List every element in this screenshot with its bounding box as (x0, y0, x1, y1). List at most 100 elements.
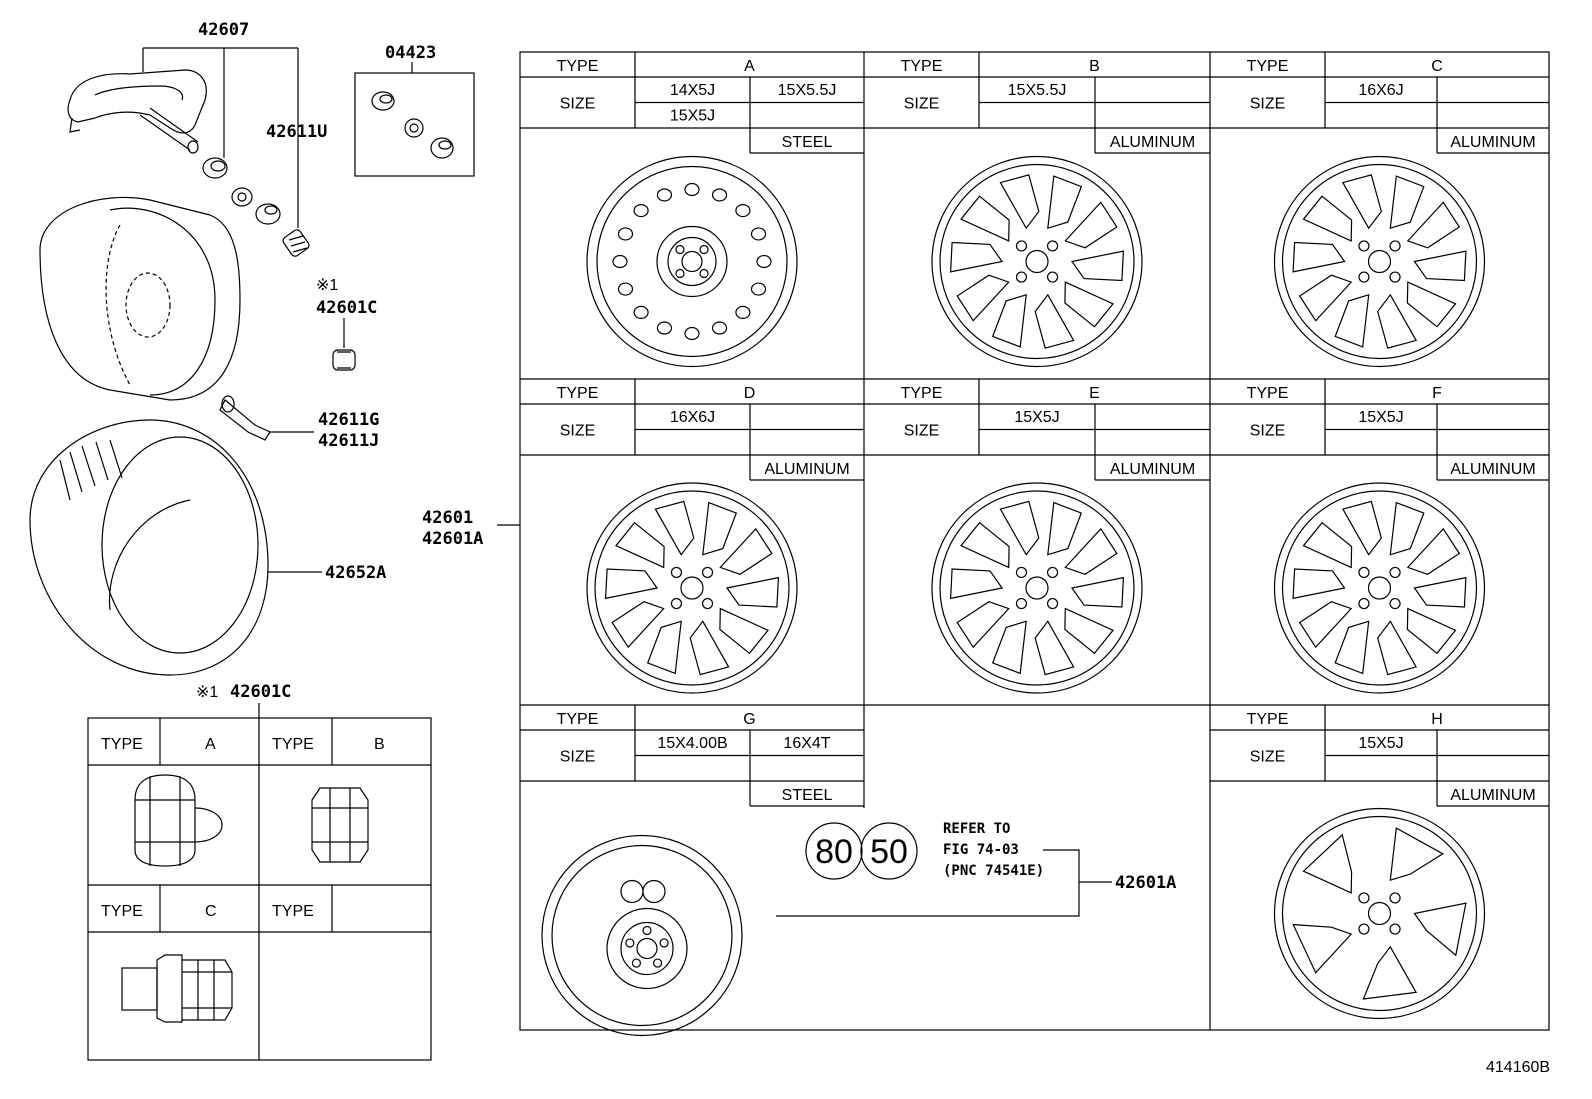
callout-42611J[interactable]: 42611J (318, 431, 379, 451)
type-value: F (1432, 385, 1442, 402)
kit-04423-box (354, 72, 475, 177)
size-value: 15X5J (1358, 409, 1403, 426)
wheel-drawing-h (1273, 807, 1486, 1020)
size-value: 16X6J (1358, 82, 1403, 99)
valve-washer[interactable] (231, 187, 253, 207)
wheel-panel-f[interactable]: TYPE F SIZE 15X5J ALUMINUM (1210, 379, 1549, 694)
refer-line-2[interactable]: FIG 74-03 (943, 842, 1019, 858)
type-label: TYPE (557, 385, 599, 402)
nut-type-label-b: TYPE (272, 736, 314, 753)
type-value: G (743, 711, 755, 728)
material-value: ALUMINUM (1450, 134, 1535, 151)
size-value: 15X5.5J (1008, 82, 1067, 99)
nut-b-drawing[interactable] (311, 787, 369, 863)
callout-42601A[interactable]: 42601A (422, 529, 483, 549)
callout-42601C[interactable]: 42601C (316, 298, 377, 318)
diagram-id: 414160B (1486, 1059, 1550, 1076)
size-label: SIZE (560, 423, 596, 440)
size-value: 16X6J (670, 409, 715, 426)
nut-type-label-c: TYPE (101, 903, 143, 920)
callout-nut-table[interactable]: 42601C (230, 682, 291, 702)
nut-type-label-a: TYPE (101, 736, 143, 753)
size-value: 15X4.00B (657, 735, 727, 752)
nut-type-a: A (205, 736, 216, 753)
valve-grommet[interactable] (255, 203, 281, 225)
size-label: SIZE (560, 749, 596, 766)
callout-04423[interactable]: 04423 (385, 43, 436, 63)
type-label: TYPE (557, 711, 599, 728)
nut-type-label-d: TYPE (272, 903, 314, 920)
note-mark-2: ※1 (196, 684, 218, 701)
nut-type-c: C (205, 903, 217, 920)
valve-nut[interactable] (202, 157, 228, 179)
callout-42611G[interactable]: 42611G (318, 410, 379, 430)
badge-50: 50 (870, 833, 908, 871)
size-label: SIZE (904, 423, 940, 440)
size-value: 16X4T (783, 735, 830, 752)
callout-42601A-refer[interactable]: 42601A (1115, 873, 1176, 893)
size-label: SIZE (1250, 423, 1286, 440)
wheel-drawing-g (541, 834, 743, 1037)
type-label: TYPE (557, 58, 599, 75)
wheel-assembly[interactable] (39, 196, 241, 401)
wheel-drawing-b (931, 155, 1143, 368)
size-value: 15X5J (670, 108, 715, 125)
wheel-panel-d[interactable]: TYPE D SIZE 16X6J ALUMINUM (520, 379, 864, 694)
type-value: D (744, 385, 756, 402)
wheel-drawing-d (586, 482, 798, 694)
badge-80: 80 (815, 833, 853, 871)
wheel-table-grid (519, 51, 1550, 1031)
note-mark-1: ※1 (316, 277, 338, 294)
material-value: STEEL (782, 787, 833, 804)
size-label: SIZE (560, 96, 596, 113)
callout-42607[interactable]: 42607 (198, 20, 249, 40)
size-label: SIZE (904, 96, 940, 113)
leader-42607 (142, 47, 299, 228)
type-label: TYPE (901, 385, 943, 402)
type-value: H (1431, 711, 1443, 728)
material-value: ALUMINUM (1110, 134, 1195, 151)
nut-table (87, 717, 432, 1061)
size-value: 14X5J (670, 82, 715, 99)
tire[interactable] (29, 419, 269, 676)
wheel-nut[interactable] (332, 349, 356, 371)
wheel-panel-h[interactable]: TYPE H SIZE 15X5J ALUMINUM (1210, 705, 1549, 1020)
material-value: ALUMINUM (1450, 787, 1535, 804)
material-value: ALUMINUM (1450, 461, 1535, 478)
type-value: B (1089, 58, 1100, 75)
wheel-drawing-a (586, 155, 798, 368)
wheel-panel-g[interactable]: TYPE G SIZE 15X4.00B 16X4T STEEL (520, 705, 864, 1037)
kit-parts[interactable] (371, 91, 454, 159)
size-value: 15X5J (1358, 735, 1403, 752)
wheel-drawing-e (931, 482, 1143, 694)
type-label: TYPE (1247, 385, 1289, 402)
valve-cap[interactable] (281, 228, 310, 257)
wheel-drawing-f (1273, 482, 1486, 694)
wheel-panel-b[interactable]: TYPE B SIZE 15X5.5J ALUMINUM (864, 52, 1210, 368)
refer-line-1: REFER TO (943, 821, 1010, 837)
callout-42601[interactable]: 42601 (422, 508, 473, 528)
material-value: STEEL (782, 134, 833, 151)
wheel-drawing-c (1273, 155, 1486, 368)
valve-stem[interactable] (219, 395, 271, 441)
nut-c-drawing[interactable] (121, 954, 233, 1023)
type-label: TYPE (901, 58, 943, 75)
type-label: TYPE (1247, 58, 1289, 75)
callout-42611U[interactable]: 42611U (266, 122, 327, 142)
nut-a-drawing[interactable] (134, 774, 223, 867)
size-label: SIZE (1250, 749, 1286, 766)
size-label: SIZE (1250, 96, 1286, 113)
size-value: 15X5J (1014, 409, 1059, 426)
material-value: ALUMINUM (764, 461, 849, 478)
tpms-sensor[interactable] (67, 69, 207, 154)
type-value: A (744, 58, 755, 75)
type-label: TYPE (1247, 711, 1289, 728)
type-value: E (1089, 385, 1100, 402)
callout-42652A[interactable]: 42652A (325, 563, 386, 583)
size-value: 15X5.5J (778, 82, 837, 99)
wheel-panel-a[interactable]: TYPE A SIZE 14X5J 15X5.5J 15X5J STEEL (520, 52, 864, 368)
nut-type-b: B (374, 736, 385, 753)
